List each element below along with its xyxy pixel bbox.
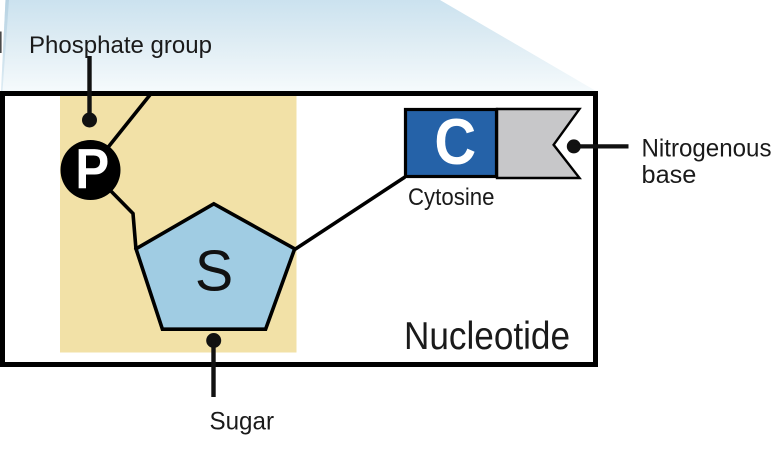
svg-text:base: base (642, 161, 697, 189)
svg-text:Nucleotide: Nucleotide (404, 315, 570, 358)
svg-text:Nitrogenous: Nitrogenous (642, 135, 772, 163)
svg-text:P: P (75, 137, 109, 201)
svg-text:C: C (434, 106, 476, 178)
svg-text:Phosphate group: Phosphate group (29, 32, 212, 59)
svg-text:Sugar: Sugar (210, 408, 275, 436)
svg-text:Cytosine: Cytosine (408, 184, 495, 211)
svg-text:S: S (195, 240, 233, 304)
